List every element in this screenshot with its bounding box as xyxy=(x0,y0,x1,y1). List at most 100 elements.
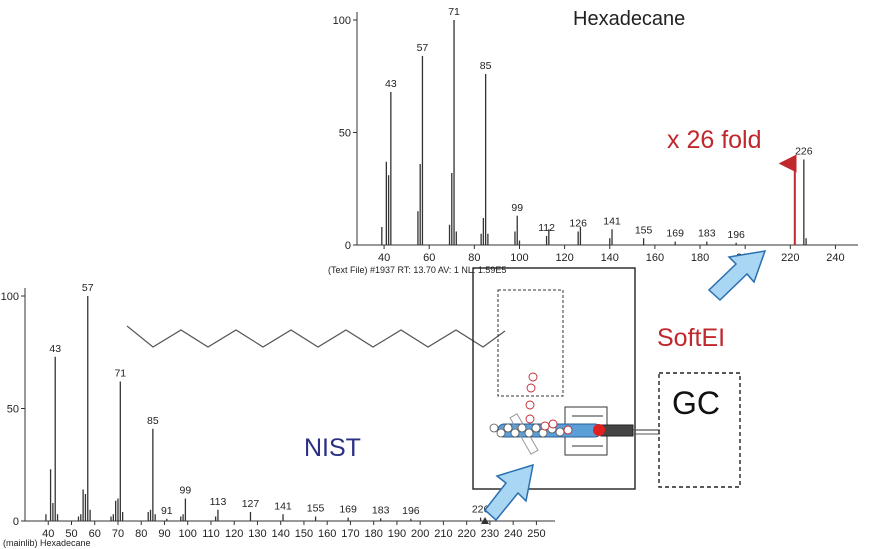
instrument-schematic xyxy=(472,267,741,490)
softei-peak-label: 71 xyxy=(448,6,460,18)
softei-peak-label: 85 xyxy=(480,60,492,72)
molecule-bead xyxy=(555,427,565,437)
molecule-bead xyxy=(496,428,506,438)
nist-226-marker xyxy=(481,517,489,524)
nist-x-tick-label: 250 xyxy=(527,528,545,540)
molecule-bead xyxy=(503,423,513,433)
nist-peak-label: 127 xyxy=(242,498,260,510)
source-housing-box xyxy=(472,267,636,490)
softei-x-tick-label: 220 xyxy=(781,252,799,264)
molecule-bead xyxy=(489,423,499,433)
nozzle-marker xyxy=(593,424,605,436)
softei-x-tick-label: 140 xyxy=(601,252,619,264)
nist-x-tick-label: 60 xyxy=(89,528,101,540)
ion-plus-icon xyxy=(526,383,536,393)
softei-peak-label: 226 xyxy=(795,146,813,158)
softei-y-tick-label: 0 xyxy=(345,240,351,252)
hexadecane-title: Hexadecane xyxy=(573,8,685,30)
nist-x-tick-label: 90 xyxy=(158,528,170,540)
softei-peak-label: 57 xyxy=(417,42,429,54)
softei-x-tick-label: 180 xyxy=(691,252,709,264)
nist-y-tick-label: 50 xyxy=(7,404,19,416)
nist-y-tick-label: 0 xyxy=(13,516,19,528)
nist-x-tick-label: 40 xyxy=(42,528,54,540)
ion-plus-icon xyxy=(525,414,535,424)
softei-x-tick-label: 120 xyxy=(555,252,573,264)
softei-y-tick-label: 50 xyxy=(339,128,351,140)
nist-peak-label: 91 xyxy=(161,505,173,517)
softei-peak-label: 169 xyxy=(666,228,684,240)
blue-arrow-top-icon xyxy=(707,250,767,302)
nist-x-tick-label: 220 xyxy=(457,528,475,540)
analyzer-dashed-box xyxy=(497,289,564,397)
nist-x-tick-label: 170 xyxy=(341,528,359,540)
ion-plus-icon xyxy=(528,372,538,382)
nist-x-tick-label: 130 xyxy=(248,528,266,540)
nist-footer: (mainlib) Hexadecane xyxy=(3,538,91,548)
molecule-bead xyxy=(531,423,541,433)
molecule-bead xyxy=(524,428,534,438)
nist-x-tick-label: 190 xyxy=(388,528,406,540)
nist-peak-label: 99 xyxy=(180,485,192,497)
softei-x-tick-label: 240 xyxy=(826,252,844,264)
nist-peak-label: 155 xyxy=(307,503,325,515)
nist-x-tick-label: 100 xyxy=(179,528,197,540)
nist-x-tick-label: 110 xyxy=(202,528,220,540)
nist-x-tick-label: 240 xyxy=(504,528,522,540)
nist-peak-label: 141 xyxy=(274,500,292,512)
nist-peak-label: 226 xyxy=(472,504,490,516)
nist-peak-label: 113 xyxy=(210,496,227,508)
molecule-bead xyxy=(517,423,527,433)
nist-x-tick-label: 180 xyxy=(365,528,383,540)
ion-plus-icon xyxy=(563,425,573,435)
nist-peak-label: 43 xyxy=(49,343,61,355)
fold-label: x 26 fold xyxy=(667,126,762,154)
nist-x-tick-label: 140 xyxy=(272,528,290,540)
softei-peak-label: 196 xyxy=(727,229,745,241)
nist-peak-label: 71 xyxy=(114,368,126,380)
nist-x-tick-label: 200 xyxy=(411,528,429,540)
nist-x-tick-label: 70 xyxy=(112,528,124,540)
hexadecane-structure xyxy=(126,325,506,348)
transfer-line xyxy=(600,424,634,437)
softei-label: SoftEI xyxy=(657,324,725,352)
ion-plus-icon xyxy=(540,421,550,431)
softei-peak-label: 141 xyxy=(603,215,621,227)
softei-peak-label: 155 xyxy=(635,224,653,236)
nist-x-tick-label: 120 xyxy=(225,528,243,540)
softei-peak-label: 99 xyxy=(511,202,523,214)
ion-plus-icon xyxy=(525,400,535,410)
nist-peak-label: 196 xyxy=(402,505,420,517)
softei-x-tick-label: 60 xyxy=(423,252,435,264)
softei-footer: (Text File) #1937 RT: 13.70 AV: 1 NL: 1.… xyxy=(328,265,506,275)
nist-spectrum-chart: 0 50 100 40 50 60 70 80 90 100 110 120 130 140 150 160… xyxy=(1,282,555,540)
softei-peak-label: 183 xyxy=(698,228,716,240)
nist-x-tick-label: 50 xyxy=(65,528,77,540)
nist-peak-label: 183 xyxy=(372,504,390,516)
softei-peak-label: 126 xyxy=(569,218,587,230)
nist-label: NIST xyxy=(304,434,361,462)
softei-peak-label: 112 xyxy=(538,222,555,234)
nist-peak-label: 57 xyxy=(82,282,94,294)
ion-markers xyxy=(525,372,573,435)
nist-y-tick-label: 100 xyxy=(1,291,19,303)
softei-x-tick-label: 40 xyxy=(378,252,390,264)
ion-plus-icon xyxy=(548,419,558,429)
gc-label: GC xyxy=(672,385,720,421)
softei-x-tick-label: 80 xyxy=(468,252,480,264)
molecule-beads xyxy=(489,423,565,438)
blue-arrow-bottom-icon xyxy=(483,463,534,522)
nist-x-tick-label: 230 xyxy=(481,528,499,540)
nist-x-tick-label: 150 xyxy=(295,528,313,540)
softei-x-tick-label: 160 xyxy=(646,252,664,264)
nist-x-tick-label: 80 xyxy=(135,528,147,540)
gc-dashed-box xyxy=(658,372,741,488)
softei-peak-label: 43 xyxy=(385,78,397,90)
molecule-bead xyxy=(510,428,520,438)
nist-peak-label: 85 xyxy=(147,415,159,427)
nist-peak-label: 169 xyxy=(339,504,357,516)
nist-x-tick-label: 160 xyxy=(318,528,336,540)
